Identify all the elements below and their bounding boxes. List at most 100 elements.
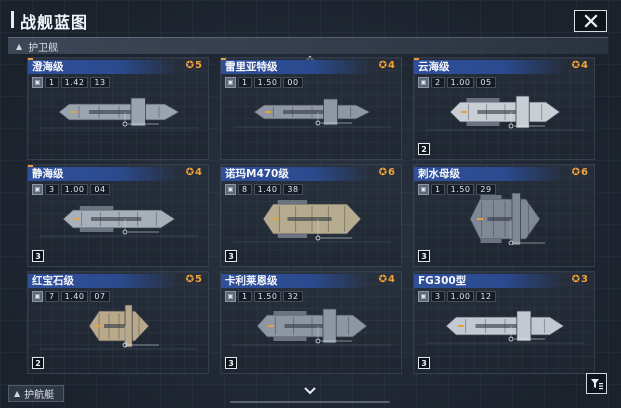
stat-row: ▣ 1 1.50 00 [225, 77, 303, 88]
stat-level: 1 [238, 291, 252, 302]
stat-extra: 12 [476, 291, 496, 302]
ship-card[interactable]: 红宝石级 ✪ 5 ▣ 7 1.40 07 2 [27, 271, 209, 374]
module-icon: ▣ [225, 184, 236, 195]
stat-row: ▣ 1 1.42 13 [32, 77, 110, 88]
ship-name: 雷里亚特级 [221, 60, 371, 74]
ship-card[interactable]: 静海级 ✪ 4 ▣ 3 1.00 04 3 [27, 164, 209, 267]
star-count: 5 [195, 274, 202, 285]
ship-blueprint-image [40, 304, 198, 350]
escort-boat-tab[interactable]: ▲ 护航艇 [8, 385, 64, 402]
ship-blueprint-image [40, 97, 198, 129]
ship-card[interactable]: FG300型 ✪ 3 ▣ 3 1.00 12 3 [413, 271, 595, 374]
expand-arrow-icon: ▲ [14, 389, 21, 398]
close-icon [583, 14, 598, 28]
stat-extra: 00 [283, 77, 303, 88]
module-icon: ▣ [225, 291, 236, 302]
ship-card[interactable]: 雷里亚特级 ✪ 4 ▣ 1 1.50 00 [220, 57, 402, 160]
tier-badge: 2 [32, 357, 44, 369]
ship-card[interactable]: 卡利莱恩级 ✪ 4 ▣ 1 1.50 32 3 [220, 271, 402, 374]
star-rating: ✪ 4 [379, 274, 395, 285]
star-rating: ✪ 4 [186, 167, 202, 178]
collapse-arrow-icon: ▲ [16, 41, 23, 51]
escort-tab-label: 护航艇 [24, 390, 55, 401]
star-rating: ✪ 3 [572, 274, 588, 285]
star-rating: ✪ 4 [572, 60, 588, 71]
tier-badge: 3 [418, 357, 430, 369]
star-count: 6 [388, 167, 395, 178]
close-button[interactable] [574, 10, 607, 32]
stat-value: 1.40 [253, 184, 282, 195]
star-icon: ✪ [185, 60, 195, 71]
star-count: 3 [581, 274, 588, 285]
ship-card[interactable]: 云海级 ✪ 4 ▣ 2 1.00 05 2 [413, 57, 595, 160]
ship-name: 云海级 [414, 60, 564, 74]
stat-value: 1.50 [253, 77, 282, 88]
stat-value: 1.40 [60, 291, 89, 302]
star-icon: ✪ [378, 167, 388, 178]
ship-blueprint-image [469, 193, 545, 245]
star-count: 6 [581, 167, 588, 178]
star-icon: ✪ [571, 60, 581, 71]
ship-card[interactable]: 澄海级 ✪ 5 ▣ 1 1.42 13 [27, 57, 209, 160]
stat-extra: 32 [283, 291, 303, 302]
module-icon: ▣ [225, 77, 236, 88]
header: 战舰蓝图 [0, 0, 621, 38]
star-rating: ✪ 6 [572, 167, 588, 178]
stat-extra: 05 [476, 77, 496, 88]
tier-badge: 3 [225, 250, 237, 262]
stat-level: 1 [431, 184, 445, 195]
stat-extra: 29 [476, 184, 496, 195]
ship-card[interactable]: 刺水母级 ✪ 6 ▣ 1 1.50 29 3 [413, 164, 595, 267]
ship-name: 红宝石级 [28, 274, 178, 288]
scroll-down-chevron-icon[interactable] [303, 386, 317, 396]
star-icon: ✪ [378, 60, 388, 71]
star-rating: ✪ 5 [186, 60, 202, 71]
star-icon: ✪ [378, 274, 388, 285]
ship-blueprint-image [233, 308, 391, 346]
section-header-frigate[interactable]: ▲ 护卫舰 [8, 37, 608, 54]
stat-extra: 13 [90, 77, 110, 88]
stat-row: ▣ 3 1.00 04 [32, 184, 110, 195]
stat-row: ▣ 1 1.50 29 [418, 184, 496, 195]
star-rating: ✪ 5 [186, 274, 202, 285]
stat-level: 1 [238, 77, 252, 88]
stat-value: 1.50 [446, 184, 475, 195]
stat-level: 7 [45, 291, 59, 302]
star-count: 4 [388, 274, 395, 285]
stat-level: 2 [431, 77, 445, 88]
ship-blueprint-image [233, 200, 391, 243]
ship-blueprint-image [426, 310, 584, 344]
stat-level: 1 [45, 77, 59, 88]
star-icon: ✪ [185, 274, 195, 285]
stat-row: ▣ 1 1.50 32 [225, 291, 303, 302]
stat-level: 3 [431, 291, 445, 302]
ship-card[interactable]: 诺玛M470级 ✪ 6 ▣ 8 1.40 38 3 [220, 164, 402, 267]
stat-row: ▣ 3 1.00 12 [418, 291, 496, 302]
tier-badge: 3 [32, 250, 44, 262]
star-icon: ✪ [571, 274, 581, 285]
module-icon: ▣ [418, 77, 429, 88]
stat-value: 1.00 [446, 77, 475, 88]
tier-badge: 3 [418, 250, 430, 262]
star-icon: ✪ [185, 167, 195, 178]
module-icon: ▣ [32, 184, 43, 195]
section-label: 护卫舰 [28, 42, 59, 54]
filter-button[interactable] [586, 373, 607, 394]
ship-name: 澄海级 [28, 60, 178, 74]
stat-value: 1.42 [60, 77, 89, 88]
scroll-indicator [230, 401, 390, 403]
stat-value: 1.50 [253, 291, 282, 302]
star-rating: ✪ 6 [379, 167, 395, 178]
star-count: 4 [388, 60, 395, 71]
ship-name: FG300型 [414, 274, 564, 288]
ship-name: 诺玛M470级 [221, 167, 371, 181]
stat-extra: 07 [90, 291, 110, 302]
module-icon: ▣ [418, 184, 429, 195]
star-count: 4 [581, 60, 588, 71]
stat-level: 3 [45, 184, 59, 195]
stat-value: 1.00 [60, 184, 89, 195]
ship-name: 卡利莱恩级 [221, 274, 371, 288]
ship-name: 静海级 [28, 167, 178, 181]
stat-extra: 38 [283, 184, 303, 195]
tier-badge: 3 [225, 357, 237, 369]
